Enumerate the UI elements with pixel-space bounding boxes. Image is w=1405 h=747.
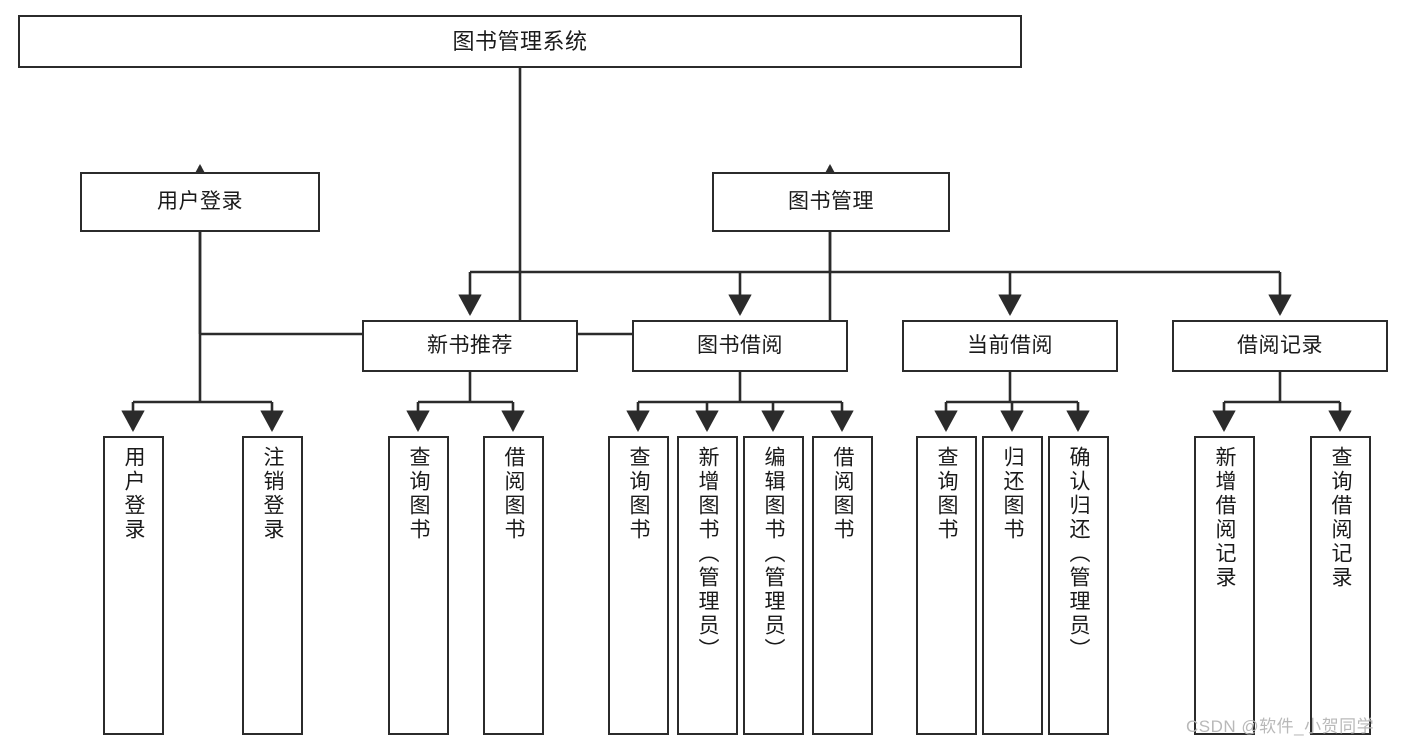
leaf-record-add[interactable]: 新增借阅记录 xyxy=(1194,436,1255,735)
csdn-watermark: CSDN @软件_小贺同学 xyxy=(1186,717,1375,736)
node-label: 归还图书 xyxy=(1001,446,1024,542)
node-label: 用户登录 xyxy=(122,446,145,542)
node-label: 新增借阅记录 xyxy=(1213,446,1236,590)
node-label: 确认归还（管理员） xyxy=(1067,446,1090,662)
node-label: 借阅记录 xyxy=(1237,333,1323,357)
node-book-borrow[interactable]: 图书借阅 xyxy=(632,320,848,372)
node-label: 图书管理 xyxy=(788,189,874,213)
node-label: 新增图书（管理员） xyxy=(696,446,719,662)
node-label: 查询图书 xyxy=(627,446,650,542)
node-new-book-recommend[interactable]: 新书推荐 xyxy=(362,320,578,372)
node-label: 注销登录 xyxy=(261,446,284,542)
leaf-user-logout[interactable]: 注销登录 xyxy=(242,436,303,735)
leaf-borrow-lend-book[interactable]: 借阅图书 xyxy=(812,436,873,735)
leaf-user-login[interactable]: 用户登录 xyxy=(103,436,164,735)
leaf-borrow-edit-book-admin[interactable]: 编辑图书（管理员） xyxy=(743,436,804,735)
node-label: 当前借阅 xyxy=(967,333,1053,357)
node-user-login[interactable]: 用户登录 xyxy=(80,172,320,232)
leaf-current-return-book[interactable]: 归还图书 xyxy=(982,436,1043,735)
node-label: 查询借阅记录 xyxy=(1329,446,1352,590)
leaf-recommend-borrow-book[interactable]: 借阅图书 xyxy=(483,436,544,735)
leaf-recommend-query-book[interactable]: 查询图书 xyxy=(388,436,449,735)
node-current-borrow[interactable]: 当前借阅 xyxy=(902,320,1118,372)
leaf-current-confirm-return-admin[interactable]: 确认归还（管理员） xyxy=(1048,436,1109,735)
node-label: 借阅图书 xyxy=(831,446,854,542)
node-label: 图书借阅 xyxy=(697,333,783,357)
node-label: 新书推荐 xyxy=(427,333,513,357)
leaf-record-query[interactable]: 查询借阅记录 xyxy=(1310,436,1371,735)
leaf-current-query-book[interactable]: 查询图书 xyxy=(916,436,977,735)
node-label: 图书管理系统 xyxy=(452,28,588,54)
node-borrow-record[interactable]: 借阅记录 xyxy=(1172,320,1388,372)
node-label: 编辑图书（管理员） xyxy=(762,446,785,662)
node-root-system[interactable]: 图书管理系统 xyxy=(18,15,1022,68)
node-label: 用户登录 xyxy=(157,189,243,213)
leaf-borrow-query-book[interactable]: 查询图书 xyxy=(608,436,669,735)
node-book-management[interactable]: 图书管理 xyxy=(712,172,950,232)
node-label: 借阅图书 xyxy=(502,446,525,542)
node-label: 查询图书 xyxy=(935,446,958,542)
leaf-borrow-add-book-admin[interactable]: 新增图书（管理员） xyxy=(677,436,738,735)
node-label: 查询图书 xyxy=(407,446,430,542)
